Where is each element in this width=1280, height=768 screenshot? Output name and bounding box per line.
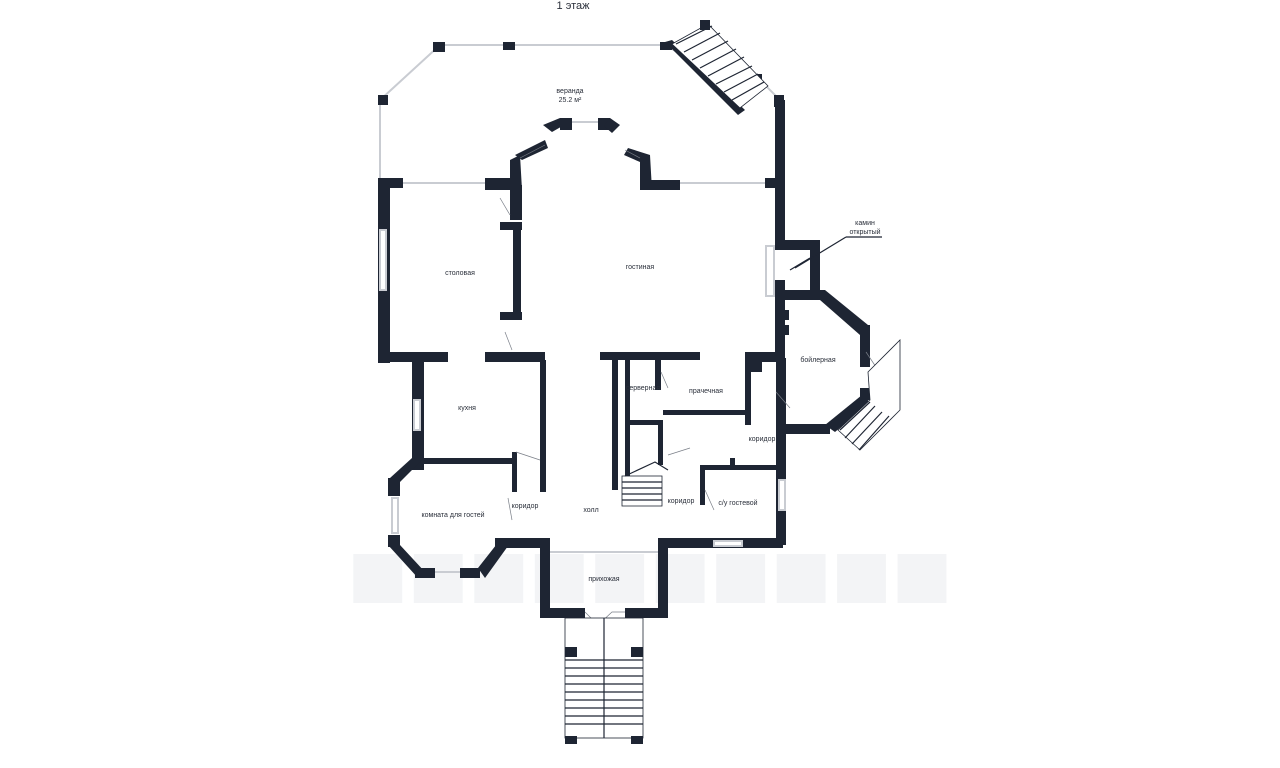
room-label-corridor-right: коридор <box>749 436 776 443</box>
room-area-veranda: 25.2 м² <box>559 97 582 104</box>
room-label-servery: серверная <box>626 385 660 392</box>
living-bay-walls <box>485 118 680 190</box>
room-label-hall: холл <box>583 507 598 514</box>
center-walls <box>612 355 791 548</box>
room-label-kitchen: кухня <box>458 405 476 412</box>
boiler-walls <box>776 290 901 451</box>
room-label-laundry: прачечная <box>689 388 723 395</box>
floor-title: 1 этаж <box>557 0 591 12</box>
room-label-living: гостиная <box>626 264 655 271</box>
label-fireplace-line2: открытый <box>849 228 880 236</box>
entrance-walls <box>540 538 668 744</box>
fireplace-pointer <box>794 236 847 269</box>
label-fireplace-line1: камин <box>855 220 875 227</box>
room-label-entrance: прихожая <box>588 576 619 583</box>
main-walls <box>378 178 820 363</box>
room-label-guest-room: комната для гостей <box>421 511 484 519</box>
room-label-corridor-left: коридор <box>512 503 539 510</box>
room-label-veranda: веранда <box>556 88 583 95</box>
left-wing-walls <box>388 360 546 578</box>
veranda-stairs <box>671 20 769 109</box>
room-label-dining: столовая <box>445 270 475 277</box>
room-label-boiler: бойлерная <box>800 356 835 364</box>
watermark: ■■■■■■■■■■ <box>348 537 953 611</box>
room-label-guest-wc: с/у гостевой <box>718 499 757 507</box>
room-label-corridor-mid: коридор <box>668 498 695 505</box>
